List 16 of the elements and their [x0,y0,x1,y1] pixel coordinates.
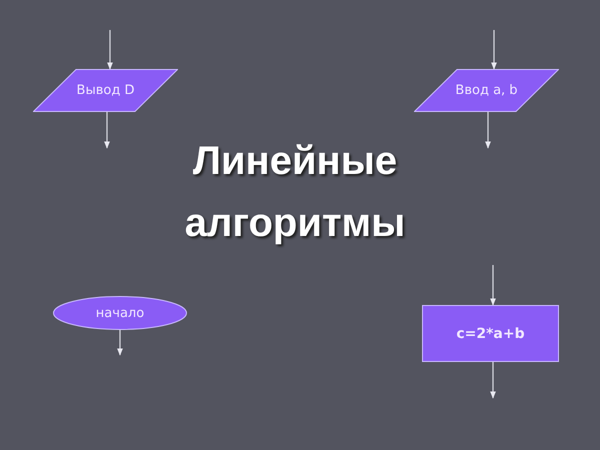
process-rectangle [422,305,559,362]
arrow [485,112,491,149]
arrow [107,30,113,70]
block-label: Вывод D [76,83,134,98]
arrow [491,30,497,70]
slide-title: Линейные алгоритмы [184,138,406,247]
arrow [117,330,123,356]
start-ellipse [53,296,187,330]
output-parallelogram [33,69,178,112]
arrow [104,112,110,149]
arrow [490,362,496,399]
input-parallelogram [414,69,559,112]
block-label: начало [96,306,144,320]
block-label: Ввод a, b [455,83,518,98]
block-label: c=2*a+b [456,326,525,342]
arrow [490,265,496,306]
